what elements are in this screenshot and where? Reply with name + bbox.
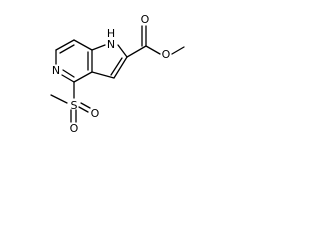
bond-c7-c6-inner: [59, 44, 75, 54]
bond-s-o-2: [80, 102, 91, 109]
atom-label-o-ester: O: [162, 48, 171, 61]
bond-o-methyl: [171, 46, 185, 55]
atom-label-o-carbonyl: O: [141, 13, 150, 26]
bond-n1-c2: [117, 44, 128, 58]
bond-c2-c3: [113, 56, 128, 79]
structure-drawing: H N N O O S O O: [50, 13, 185, 135]
atom-label-n-pyridine: N: [52, 64, 60, 77]
bond-c7a-n1: [91, 44, 106, 51]
bond-c7-c7a: [73, 39, 93, 51]
bond-s-methyl: [50, 94, 68, 104]
atom-label-h: H: [107, 27, 115, 40]
atom-label-o-sulfonyl-2: O: [91, 107, 100, 120]
bond-c7-c6: [55, 39, 75, 51]
bond-n5-c4-inner: [62, 69, 75, 78]
bond-n5-c4: [61, 74, 75, 83]
bond-c2-carbonyl: [126, 45, 147, 58]
atom-label-s: S: [71, 99, 78, 112]
bond-carbonyl-o-single: [145, 45, 161, 55]
bond-c4-c3a: [73, 71, 93, 83]
atom-label-o-sulfonyl-1: O: [70, 122, 79, 135]
bond-c2-c3-inner: [110, 57, 123, 76]
atom-label-n-pyrrole: N: [107, 38, 115, 51]
bond-c3-c3a: [91, 71, 115, 79]
bond-s-o-2b: [78, 106, 89, 113]
molecule-canvas: H N N O O S O O: [0, 0, 193, 151]
